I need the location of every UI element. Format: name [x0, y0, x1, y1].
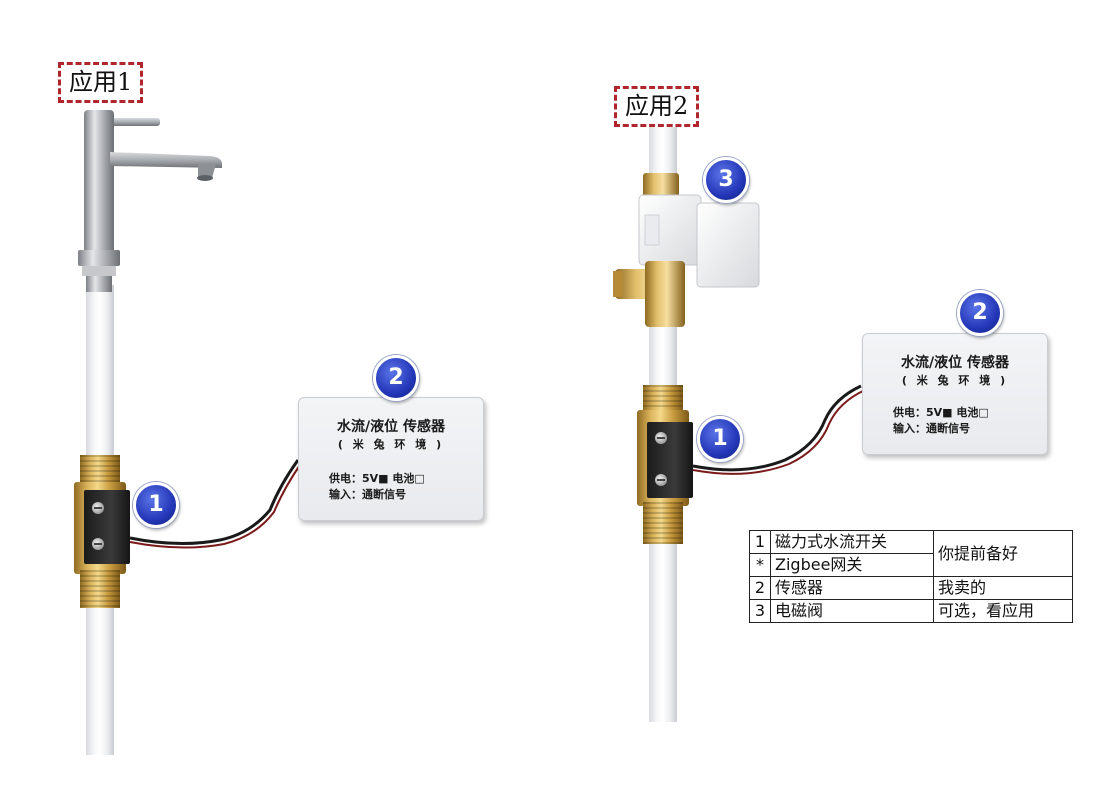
- legend-table: 1 磁力式水流开关 你提前备好 * Zigbee网关 2 传感器 我卖的 3 电…: [749, 530, 1073, 623]
- legend-note: 可选，看应用: [933, 599, 1073, 623]
- sensor-box-input: 输入：通断信号: [893, 422, 970, 435]
- legend-name: 电磁阀: [770, 599, 934, 623]
- sensor-box-title: 水流/液位 传感器: [337, 419, 445, 435]
- legend-row: 2 传感器 我卖的: [749, 576, 1073, 600]
- sensor-box-subtitle: ( 米 兔 环 境 ): [337, 438, 445, 451]
- application-1-label: 应用1: [58, 62, 144, 103]
- legend-note: 我卖的: [933, 576, 1073, 600]
- brass-fitting-bottom-right: [643, 502, 683, 544]
- brass-fitting-top-left: [80, 455, 120, 485]
- flow-switch-head-right: [647, 422, 693, 498]
- sensor-box-left: 水流/液位 传感器 ( 米 兔 环 境 ) 供电：5V■ 电池□ 输入：通断信号: [298, 397, 484, 521]
- legend-row: * Zigbee网关: [749, 553, 1073, 577]
- sensor-box-input: 输入：通断信号: [329, 488, 406, 501]
- legend-row: 3 电磁阀 可选，看应用: [749, 599, 1073, 623]
- sensor-box-power: 供电：5V■ 电池□: [893, 406, 989, 419]
- legend-name: 磁力式水流开关: [770, 530, 934, 554]
- badge-2-right: 2: [957, 290, 1003, 336]
- sensor-wire-left: [129, 459, 303, 549]
- brass-fitting-bottom-left: [80, 570, 120, 608]
- badge-2-left: 2: [373, 355, 419, 401]
- sensor-wire-right: [692, 384, 866, 475]
- legend-num: 3: [749, 599, 771, 623]
- screw-icon: [92, 538, 104, 550]
- application-2-label: 应用2: [614, 86, 700, 127]
- legend-name: Zigbee网关: [770, 553, 934, 577]
- legend-num: 2: [749, 576, 771, 600]
- solenoid-valve-icon: [613, 173, 760, 327]
- legend-note: 你提前备好: [933, 530, 1073, 577]
- sensor-box-subtitle: ( 米 兔 环 境 ): [901, 374, 1009, 387]
- legend-num: *: [749, 553, 771, 577]
- legend-name: 传感器: [770, 576, 934, 600]
- sensor-box-power: 供电：5V■ 电池□: [329, 472, 425, 485]
- screw-icon: [655, 432, 667, 444]
- badge-1-left: 1: [133, 482, 179, 528]
- brass-fitting-top-right: [643, 385, 683, 413]
- badge-3-right: 3: [703, 157, 749, 203]
- legend-row: 1 磁力式水流开关 你提前备好: [749, 530, 1073, 577]
- badge-1-right: 1: [697, 416, 743, 462]
- screw-icon: [655, 474, 667, 486]
- sensor-box-title: 水流/液位 传感器: [901, 355, 1009, 371]
- flow-switch-head-left: [84, 490, 130, 564]
- sensor-box-right: 水流/液位 传感器 ( 米 兔 环 境 ) 供电：5V■ 电池□ 输入：通断信号: [862, 333, 1048, 455]
- legend-num: 1: [749, 530, 771, 554]
- faucet-icon: [78, 110, 222, 292]
- screw-icon: [92, 502, 104, 514]
